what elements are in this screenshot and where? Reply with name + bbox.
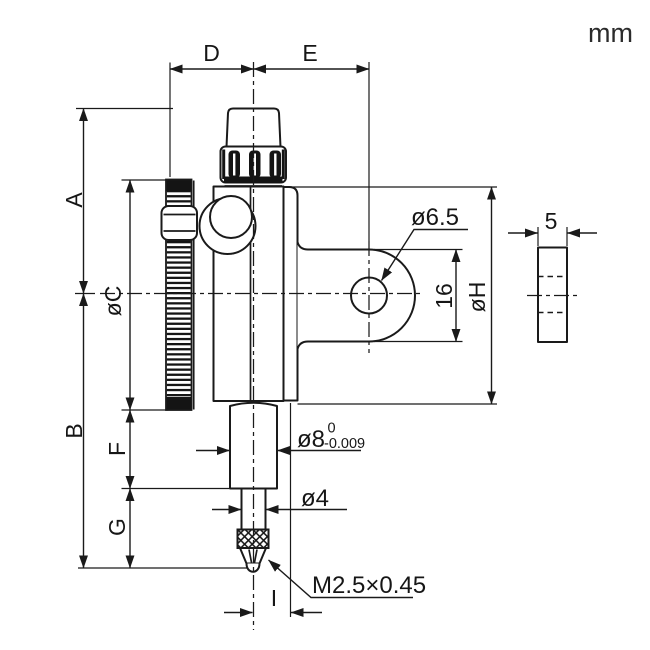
contact-cone-shading [248, 549, 258, 563]
side-view-outline [537, 246, 568, 343]
dim-label-h: øH [464, 282, 490, 313]
dim-label-e: E [302, 40, 317, 66]
bezel-clamp [160, 205, 198, 241]
dim-label-f: F [104, 442, 130, 456]
lug-side-view [537, 246, 568, 343]
dim-label-16: 16 [431, 283, 457, 309]
dim-label-5: 5 [545, 208, 558, 234]
dim-label-stem-tol-lower: -0.009 [324, 436, 365, 452]
dimensions [75, 62, 597, 617]
dim-label-stem-tol-upper: 0 [328, 421, 336, 437]
bezel-outline [165, 178, 193, 411]
centerlines [100, 62, 581, 630]
bezel-knurl-top-band [166, 179, 192, 191]
bezel-knurl-bottom-band [166, 397, 192, 410]
labels: mm D E A B øC F G 16 øH 5 ø6.5 ø8 0 -0.0… [61, 18, 633, 611]
dim-label-a: A [61, 192, 87, 208]
dim-label-spindle-dia: ø4 [301, 485, 329, 512]
dim-label-stem-dia: ø8 [297, 426, 325, 453]
dim-label-b: B [61, 423, 87, 438]
dim-label-i: I [271, 585, 277, 611]
dim-label-d: D [203, 40, 220, 66]
unit-label: mm [588, 18, 633, 48]
dim-label-c: øC [100, 286, 126, 317]
dim-label-hole-dia: ø6.5 [411, 204, 459, 231]
dim-label-g: G [104, 518, 130, 536]
dim-label-thread: M2.5×0.45 [312, 572, 426, 599]
leader-thread [268, 559, 413, 599]
knob-inner [209, 195, 253, 239]
leader-hole-dia [380, 228, 468, 281]
